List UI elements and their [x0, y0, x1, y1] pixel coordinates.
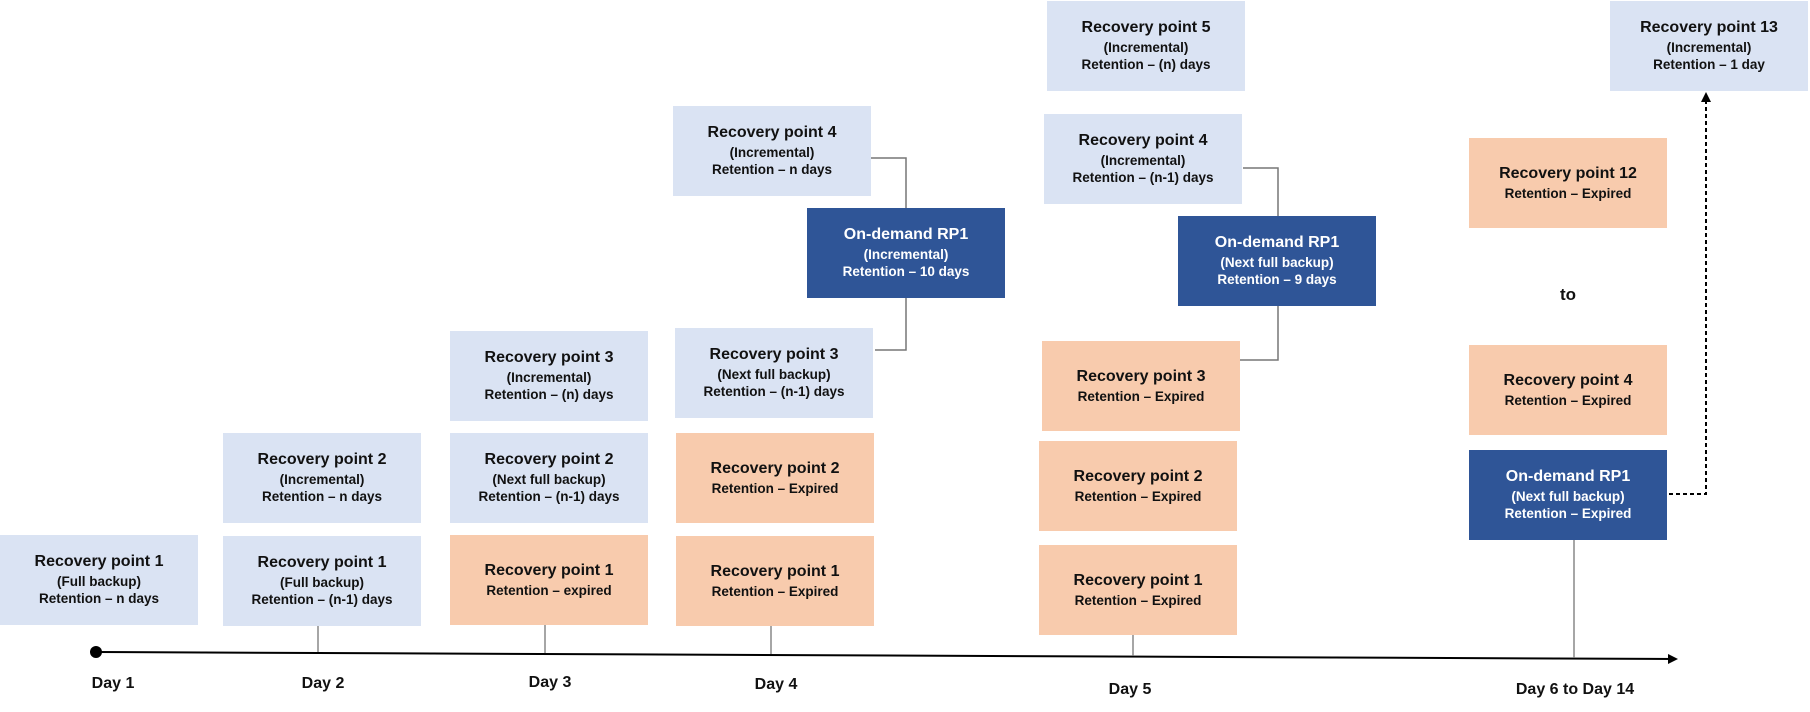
box-title: Recovery point 2 [257, 451, 387, 469]
box-type: (Incremental) [729, 144, 815, 160]
box-retention: Retention – n days [261, 489, 383, 505]
box-retention: Retention – Expired [1074, 488, 1202, 504]
box-title: Recovery point 3 [709, 346, 839, 364]
box-type: (Full backup) [280, 574, 364, 590]
box-title: Recovery point 4 [1503, 371, 1633, 389]
day3-recovery-point-2: Recovery point 2 (Next full backup) Rete… [450, 433, 648, 523]
box-type: (Next full backup) [492, 471, 606, 487]
box-title: Recovery point 4 [1078, 132, 1208, 150]
day5-on-demand-rp1: On-demand RP1 (Next full backup) Retenti… [1178, 216, 1376, 306]
box-title: Recovery point 2 [1073, 467, 1203, 485]
box-retention: Retention – Expired [1504, 185, 1632, 201]
day4-recovery-point-3: Recovery point 3 (Next full backup) Rete… [675, 328, 873, 418]
box-retention: Retention – (n) days [1081, 57, 1211, 73]
box-title: Recovery point 3 [1076, 367, 1206, 385]
box-retention: Retention – Expired [711, 583, 839, 599]
day2-recovery-point-1: Recovery point 1 (Full backup) Retention… [223, 536, 421, 626]
box-type: (Incremental) [1103, 39, 1189, 55]
day4-recovery-point-2: Recovery point 2 Retention – Expired [676, 433, 874, 523]
box-retention: Retention – expired [486, 582, 612, 598]
box-title: Recovery point 1 [1073, 571, 1203, 589]
day1-recovery-point-1: Recovery point 1 (Full backup) Retention… [0, 535, 198, 625]
box-retention: Retention – (n-1) days [1072, 170, 1214, 186]
box-title: Recovery point 2 [710, 459, 840, 477]
day5-recovery-point-2: Recovery point 2 Retention – Expired [1039, 441, 1237, 531]
box-title: On-demand RP1 [1214, 234, 1340, 252]
box-retention: Retention – (n-1) days [251, 592, 393, 608]
day6-on-demand-rp1: On-demand RP1 (Next full backup) Retenti… [1469, 450, 1667, 540]
box-retention: Retention – Expired [1077, 388, 1205, 404]
day5-recovery-point-1: Recovery point 1 Retention – Expired [1039, 545, 1237, 635]
box-type: (Incremental) [1666, 39, 1752, 55]
day5-recovery-point-3: Recovery point 3 Retention – Expired [1042, 341, 1240, 431]
timeline-start-dot [90, 646, 102, 658]
day-label-3: Day 3 [528, 674, 572, 691]
box-retention: Retention – Expired [1074, 592, 1202, 608]
box-retention: Retention – (n-1) days [703, 384, 845, 400]
box-title: On-demand RP1 [843, 226, 969, 244]
day5-recovery-point-4: Recovery point 4 (Incremental) Retention… [1044, 114, 1242, 204]
box-retention: Retention – n days [711, 162, 833, 178]
day3-recovery-point-1: Recovery point 1 Retention – expired [450, 535, 648, 625]
box-title: Recovery point 3 [484, 349, 614, 367]
box-retention: Retention – 9 days [1217, 272, 1337, 288]
box-title: Recovery point 1 [710, 562, 840, 580]
day4-on-demand-rp1: On-demand RP1 (Incremental) Retention – … [807, 208, 1005, 298]
day-label-5: Day 5 [1108, 681, 1152, 698]
box-retention: Retention – (n) days [484, 387, 614, 403]
day4-recovery-point-1: Recovery point 1 Retention – Expired [676, 536, 874, 626]
box-type: (Incremental) [1100, 152, 1186, 168]
box-title: Recovery point 1 [257, 554, 387, 572]
timeline-axis [95, 651, 1678, 664]
day4-recovery-point-4: Recovery point 4 (Incremental) Retention… [673, 106, 871, 196]
box-title: Recovery point 12 [1499, 164, 1637, 182]
ondemand-to-rp13-arrow [1669, 92, 1711, 495]
box-retention: Retention – Expired [711, 480, 839, 496]
box-title: Recovery point 5 [1081, 19, 1211, 37]
box-type: (Next full backup) [1220, 254, 1334, 270]
box-type: (Incremental) [279, 471, 365, 487]
box-retention: Retention – n days [38, 591, 160, 607]
to-label: to [1559, 285, 1577, 304]
box-type: (Full backup) [57, 573, 141, 589]
box-title: Recovery point 1 [484, 561, 614, 579]
day-label-2: Day 2 [301, 675, 345, 692]
box-title: Recovery point 13 [1640, 19, 1778, 37]
box-type: (Incremental) [506, 369, 592, 385]
box-type: (Incremental) [863, 246, 949, 262]
day3-recovery-point-3: Recovery point 3 (Incremental) Retention… [450, 331, 648, 421]
day5-recovery-point-5: Recovery point 5 (Incremental) Retention… [1047, 1, 1245, 91]
box-title: Recovery point 1 [34, 553, 164, 571]
day6-recovery-point-12: Recovery point 12 Retention – Expired [1469, 138, 1667, 228]
box-retention: Retention – (n-1) days [478, 489, 620, 505]
box-title: On-demand RP1 [1505, 468, 1631, 486]
box-title: Recovery point 2 [484, 451, 614, 469]
day6-recovery-point-4: Recovery point 4 Retention – Expired [1469, 345, 1667, 435]
box-retention: Retention – Expired [1504, 506, 1632, 522]
box-title: Recovery point 4 [707, 124, 837, 142]
box-type: (Next full backup) [1511, 488, 1625, 504]
box-retention: Retention – 1 day [1653, 57, 1765, 73]
day6-recovery-point-13: Recovery point 13 (Incremental) Retentio… [1610, 1, 1808, 91]
day-label-1: Day 1 [91, 675, 135, 692]
day-label-6-to-14: Day 6 to Day 14 [1515, 681, 1635, 698]
day2-recovery-point-2: Recovery point 2 (Incremental) Retention… [223, 433, 421, 523]
box-retention: Retention – Expired [1504, 392, 1632, 408]
box-type: (Next full backup) [717, 366, 831, 382]
day-label-4: Day 4 [754, 676, 798, 693]
box-retention: Retention – 10 days [842, 264, 970, 280]
